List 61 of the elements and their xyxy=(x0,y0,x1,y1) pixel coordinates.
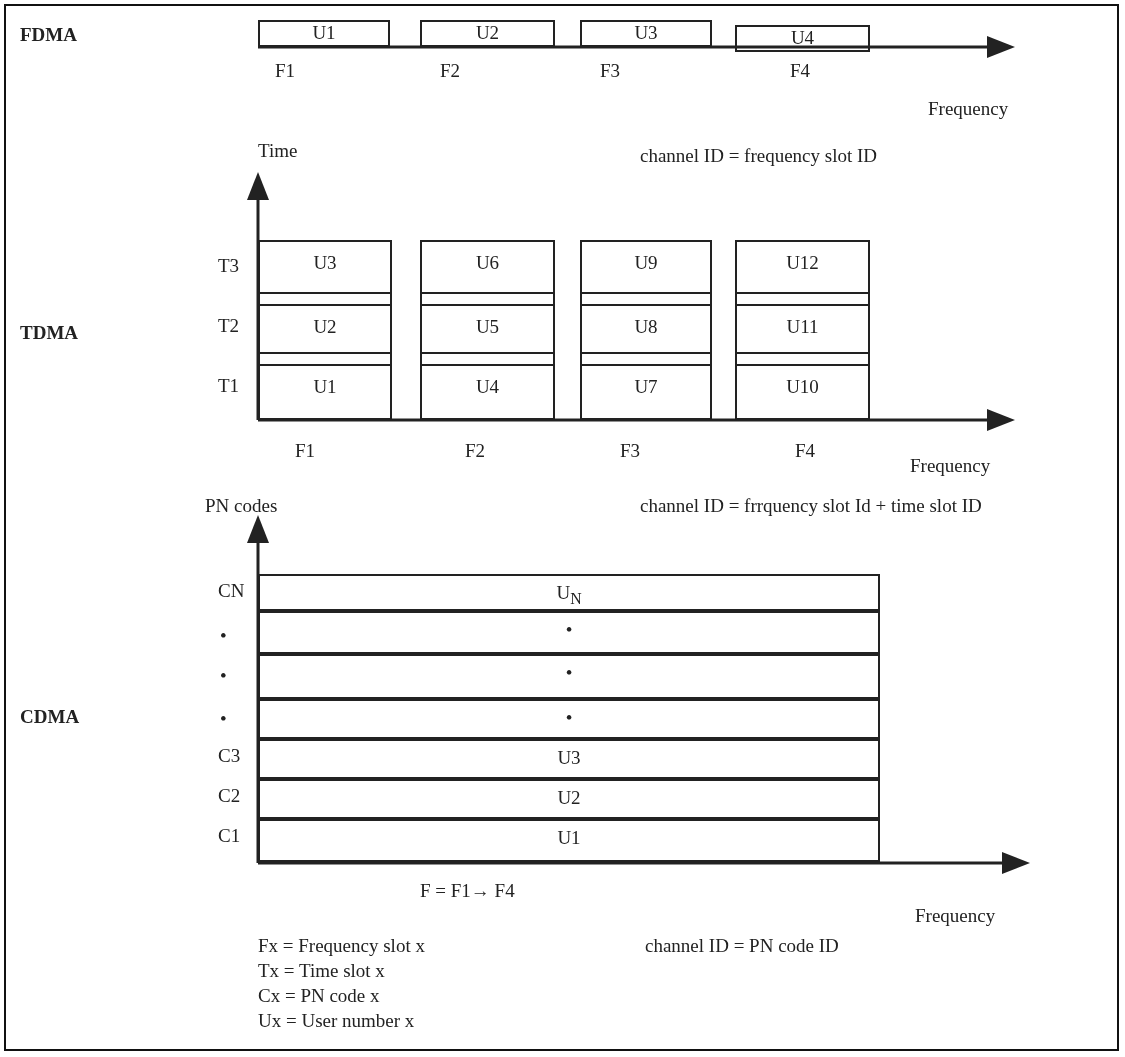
definition-text: Ux = User number x xyxy=(258,1010,415,1033)
code-label: • xyxy=(220,625,227,648)
slot-label: T3 xyxy=(218,255,240,278)
code-slot-row: U2 xyxy=(258,779,880,819)
time-slot-cell: U5 xyxy=(422,304,553,354)
code-label: • xyxy=(220,665,227,688)
axis-label: Frequency xyxy=(915,905,996,928)
frequency-slot-column xyxy=(580,240,712,420)
code-label: • xyxy=(220,708,227,731)
slot-label: T1 xyxy=(218,375,240,398)
time-slot-cell: U1 xyxy=(260,364,390,422)
time-slot-cell: U9 xyxy=(582,242,710,294)
note-text: F = F1→ F4 xyxy=(420,880,515,903)
slot-label: F4 xyxy=(790,60,811,83)
slot-label: F2 xyxy=(440,60,461,83)
code-slot-row: U3 xyxy=(258,739,880,779)
note-text: channel ID = frrquency slot Id + time slot ID xyxy=(640,495,982,518)
slot-label: F3 xyxy=(600,60,621,83)
code-label: C3 xyxy=(218,745,241,768)
frequency-slot-box: U4 xyxy=(735,25,870,52)
axis-label: Time xyxy=(258,140,298,163)
axis-label: PN codes xyxy=(205,495,278,518)
time-slot-cell: U2 xyxy=(260,304,390,354)
slot-label: F1 xyxy=(275,60,296,83)
time-slot-cell: U7 xyxy=(582,364,710,422)
frequency-slot-column xyxy=(420,240,555,420)
frequency-slot-column xyxy=(735,240,870,420)
note-text: channel ID = frequency slot ID xyxy=(640,145,878,168)
axis-label: Frequency xyxy=(928,98,1009,121)
scheme-title: CDMA xyxy=(20,706,80,729)
time-slot-cell: U11 xyxy=(737,304,868,354)
scheme-title: FDMA xyxy=(20,24,77,47)
code-label: C2 xyxy=(218,785,241,808)
time-slot-cell: U10 xyxy=(737,364,868,422)
frequency-slot-box: U3 xyxy=(580,20,712,47)
slot-label: T2 xyxy=(218,315,240,338)
time-slot-cell: U12 xyxy=(737,242,868,294)
time-slot-cell: U4 xyxy=(422,364,553,422)
time-slot-cell: U6 xyxy=(422,242,553,294)
code-slot-row: • xyxy=(258,699,880,739)
definition-text: Cx = PN code x xyxy=(258,985,380,1008)
definition-text: Tx = Time slot x xyxy=(258,960,385,983)
slot-label: F1 xyxy=(295,440,316,463)
frequency-slot-column xyxy=(258,240,392,420)
code-slot-row: • xyxy=(258,654,880,699)
frequency-slot-box: U1 xyxy=(258,20,390,47)
code-label: CN xyxy=(218,580,245,603)
code-slot-row: U$_{N}$ xyxy=(258,574,880,611)
axis-label: Frequency xyxy=(910,455,991,478)
code-slot-row: U1 xyxy=(258,819,880,862)
slot-label: F2 xyxy=(465,440,486,463)
slot-label: F4 xyxy=(795,440,816,463)
note-text: channel ID = PN code ID xyxy=(645,935,839,958)
code-label: C1 xyxy=(218,825,241,848)
definition-text: Fx = Frequency slot x xyxy=(258,935,425,958)
frequency-slot-box: U2 xyxy=(420,20,555,47)
code-slot-row: • xyxy=(258,611,880,654)
scheme-title: TDMA xyxy=(20,322,79,345)
time-slot-cell: U3 xyxy=(260,242,390,294)
slot-label: F3 xyxy=(620,440,641,463)
time-slot-cell: U8 xyxy=(582,304,710,354)
